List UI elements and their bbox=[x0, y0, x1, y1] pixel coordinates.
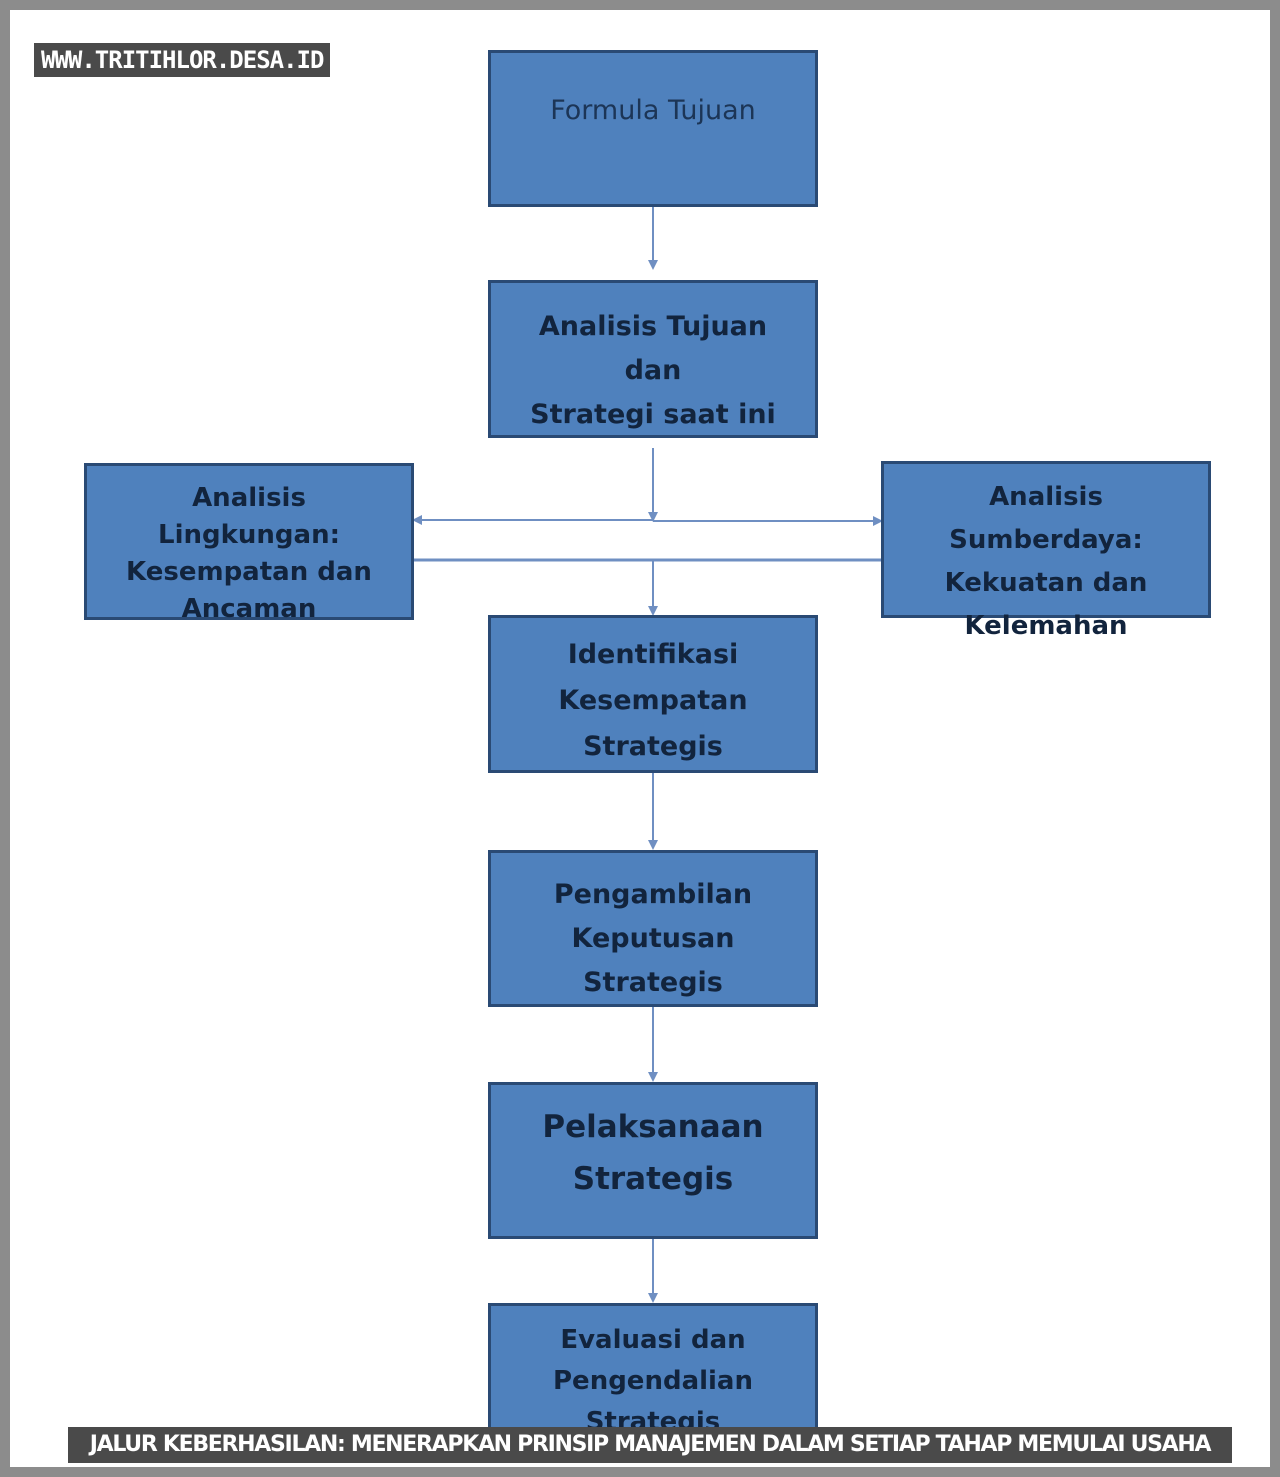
flowchart-connectors bbox=[412, 207, 883, 1303]
node-analisis-lingkungan: Analisis Lingkungan: Kesempatan dan Anca… bbox=[84, 463, 414, 624]
caption-banner: JALUR KEBERHASILAN: MENERAPKAN PRINSIP M… bbox=[68, 1427, 1232, 1463]
node-analisis-sumberdaya: Analisis Sumberdaya: Kekuatan dan Kelema… bbox=[881, 461, 1211, 641]
node-pelaksanaan-strategis: Pelaksanaan Strategis bbox=[488, 1082, 818, 1239]
node-formula-tujuan: Formula Tujuan bbox=[488, 50, 818, 207]
node-identifikasi-kesempatan: Identifikasi Kesempatan Strategis bbox=[488, 615, 818, 773]
node-analisis-tujuan: Analisis Tujuan dan Strategi saat ini bbox=[488, 280, 818, 438]
node-pengambilan-keputusan: Pengambilan Keputusan Strategis bbox=[488, 850, 818, 1007]
watermark-label: WWW.TRITIHLOR.DESA.ID bbox=[34, 43, 331, 77]
